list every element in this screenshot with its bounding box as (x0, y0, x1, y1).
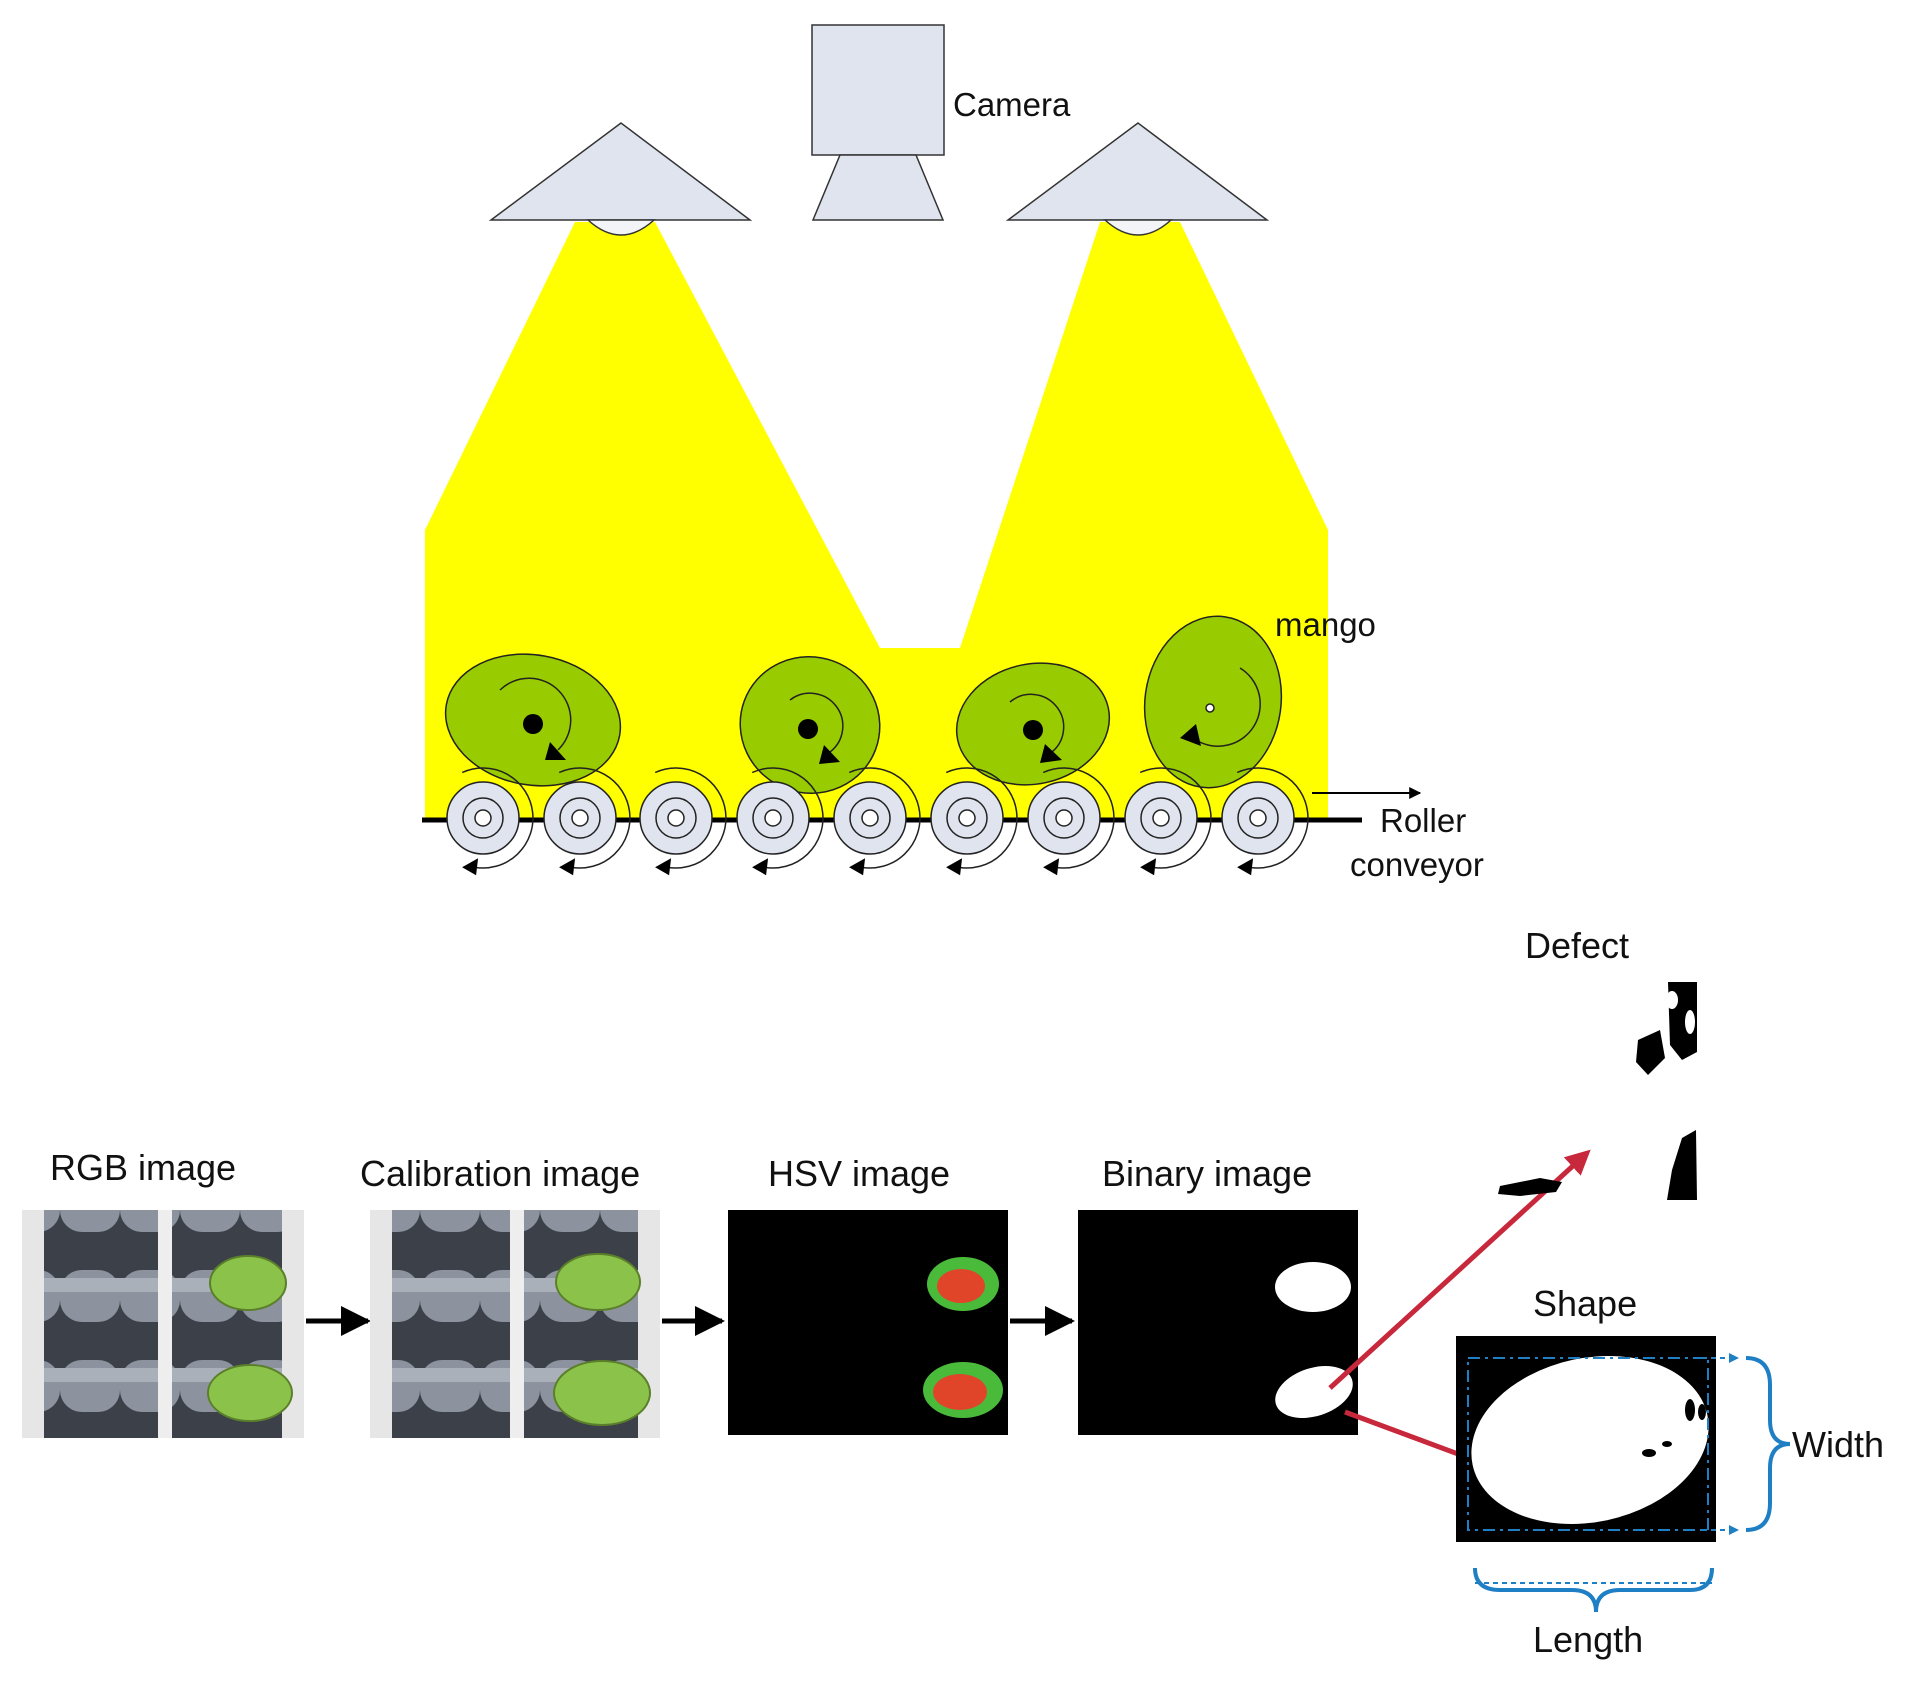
shape-label: Shape (1533, 1283, 1637, 1324)
rgb-image-label: RGB image (50, 1147, 236, 1188)
length-label: Length (1533, 1619, 1643, 1660)
right-lamp (1005, 122, 1270, 236)
imaging-setup: Camera mango Rolle (422, 24, 1484, 883)
mango-3 (955, 662, 1111, 786)
conveyor-label-line1: Roller (1380, 802, 1466, 839)
processing-pipeline: RGB image Calibration image HSV image (22, 925, 1884, 1660)
roller-conveyor (446, 767, 1309, 876)
light-beam (425, 222, 1328, 820)
calibration-image-label: Calibration image (360, 1153, 640, 1194)
defect-label: Defect (1525, 925, 1629, 966)
width-dimension (1702, 1353, 1791, 1535)
roller (1124, 767, 1212, 876)
camera-icon (811, 24, 945, 221)
roller (930, 767, 1018, 876)
conveyor-label-line2: conveyor (1350, 846, 1484, 883)
length-dimension (1473, 1567, 1714, 1613)
roller (639, 767, 727, 876)
shape-image (1456, 1336, 1716, 1542)
rgb-image (22, 1210, 304, 1438)
defect-image (1498, 982, 1697, 1200)
camera-label: Camera (953, 86, 1071, 123)
roller (446, 767, 534, 876)
roller (1027, 767, 1115, 876)
width-label: Width (1792, 1424, 1884, 1465)
roller (543, 767, 631, 876)
roller (736, 767, 824, 876)
calibration-image (370, 1210, 660, 1438)
binary-image-label: Binary image (1102, 1153, 1312, 1194)
hsv-image (728, 1210, 1008, 1435)
left-lamp (488, 122, 753, 236)
roller (1221, 767, 1309, 876)
mango-1 (444, 653, 622, 787)
mango-label: mango (1275, 606, 1376, 643)
hsv-image-label: HSV image (768, 1153, 950, 1194)
binary-image (1078, 1210, 1358, 1435)
mango-4 (1143, 615, 1283, 789)
roller (833, 767, 921, 876)
